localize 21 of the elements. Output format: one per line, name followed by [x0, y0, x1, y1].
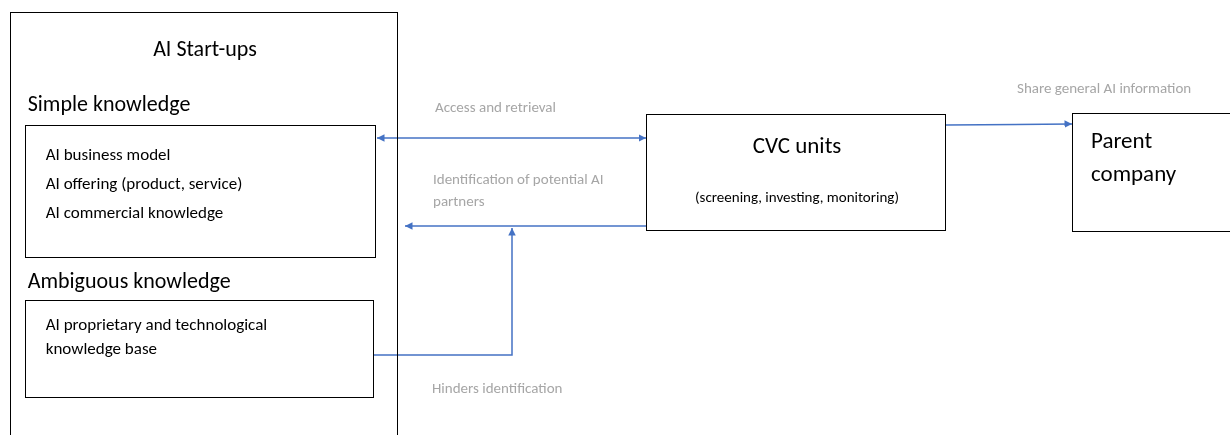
edge-label: Hinders identification — [432, 378, 563, 399]
box-text: AI commercial knowledge — [45, 200, 224, 225]
section-heading: Simple knowledge — [27, 88, 191, 119]
box-text: AI proprietary and technological knowledge base — [45, 312, 269, 362]
group-box — [10, 12, 398, 435]
arrow — [373, 227, 516, 356]
box-title: CVC units — [751, 130, 843, 161]
edge-label: Access and retrieval — [435, 97, 556, 118]
process-box — [646, 114, 946, 231]
section-heading: Ambiguous knowledge — [27, 265, 231, 296]
arrow — [376, 134, 647, 142]
box-title: AI Start-ups — [152, 34, 258, 64]
box-text: AI offering (product, service) — [45, 171, 243, 196]
box-text: (screening, investing, monitoring) — [694, 187, 900, 208]
box-title: Parent company — [1091, 125, 1178, 190]
process-box — [1072, 113, 1230, 232]
arrow — [404, 222, 647, 230]
box-text: AI business model — [45, 142, 171, 167]
arrow — [945, 120, 1073, 128]
edge-label: Identification of potential AI partners — [433, 169, 605, 212]
edge-label: Share general AI information — [1017, 78, 1192, 99]
